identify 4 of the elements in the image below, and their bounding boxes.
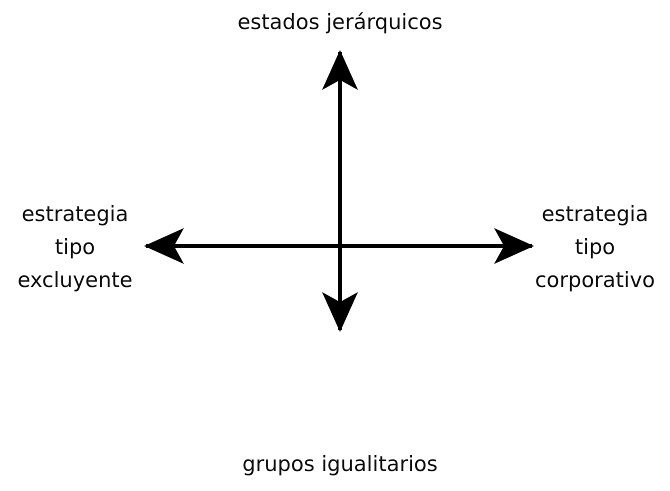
axis-label: estrategia tipo excluyente	[16, 201, 134, 294]
axis-label: grupos igualitarios	[241, 451, 439, 478]
axis-label: estrategia tipo corporativo	[534, 201, 656, 294]
axis-label: estados jerárquicos	[236, 9, 444, 36]
